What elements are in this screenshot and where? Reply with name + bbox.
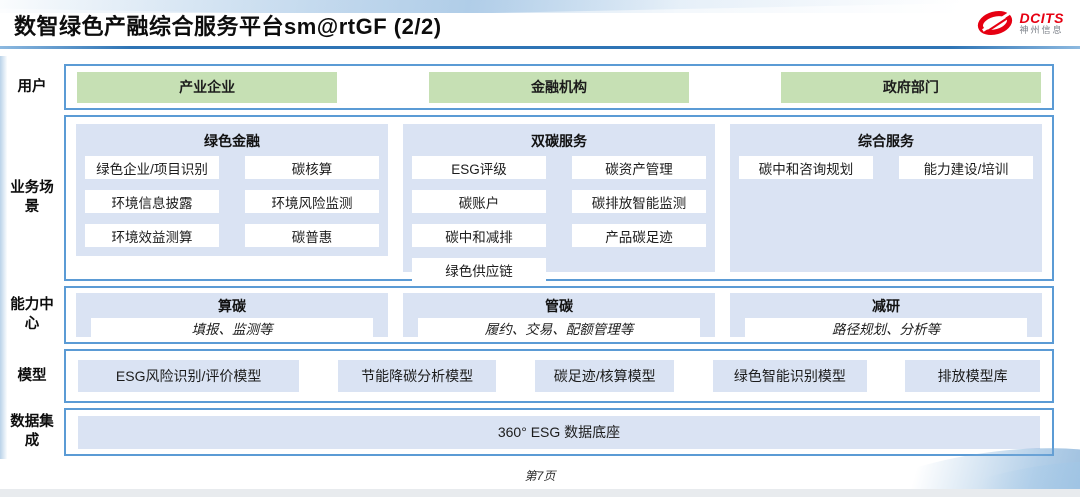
- scenario-item: 产品碳足迹: [571, 224, 706, 247]
- scenarios-box: 绿色金融 绿色企业/项目识别 碳核算 环境信息披露 环境风险监测 环境效益测算 …: [64, 115, 1054, 281]
- models-box: ESG风险识别/评价模型 节能降碳分析模型 碳足迹/核算模型 绿色智能识别模型 …: [64, 349, 1054, 403]
- row-users: 用户 产业企业 金融机构 政府部门: [0, 64, 1054, 110]
- panel-items: 绿色企业/项目识别 碳核算 环境信息披露 环境风险监测 环境效益测算 碳普惠: [85, 156, 380, 247]
- capability-desc: 路径规划、分析等: [744, 318, 1027, 338]
- row-data-integration: 数据集成 360° ESG 数据底座: [0, 408, 1054, 456]
- user-item-government: 政府部门: [780, 71, 1041, 103]
- model-item: ESG风险识别/评价模型: [78, 360, 300, 392]
- scenario-item: 碳中和减排: [411, 224, 546, 247]
- dcits-logo: DCITS 神州信息: [975, 9, 1065, 37]
- row-label-data-integration: 数据集成: [10, 414, 54, 449]
- model-item: 排放模型库: [905, 360, 1040, 392]
- panel-green-finance: 绿色金融 绿色企业/项目识别 碳核算 环境信息披露 环境风险监测 环境效益测算 …: [76, 124, 389, 256]
- capability-header: 算碳: [218, 298, 246, 314]
- logo-brand: DCITS: [1019, 9, 1064, 26]
- capabilities-box: 算碳 填报、监测等 管碳 履约、交易、配额管理等 减研 路径规划、分析等: [64, 286, 1054, 344]
- scenario-item: 碳账户: [411, 190, 546, 213]
- row-label-scenarios: 业务场景: [10, 180, 54, 215]
- logo-text: DCITS 神州信息: [1020, 11, 1065, 35]
- scenario-item: 碳核算: [245, 156, 380, 179]
- model-item: 绿色智能识别模型: [712, 360, 867, 392]
- panel-items: ESG评级 碳资产管理 碳账户 碳排放智能监测 碳中和减排 产品碳足迹 绿色供应…: [411, 156, 706, 281]
- capability-header: 减研: [871, 298, 900, 314]
- scenario-item: 环境效益测算: [85, 224, 219, 247]
- panel-comprehensive: 综合服务 碳中和咨询规划 能力建设/培训: [729, 124, 1042, 272]
- title-divider: [0, 46, 1080, 49]
- data-integration-box: 360° ESG 数据底座: [64, 408, 1054, 456]
- row-capabilities: 能力中心 算碳 填报、监测等 管碳 履约、交易、配额管理等 减研 路径规划、分析…: [0, 286, 1054, 344]
- scenario-item: 碳资产管理: [571, 156, 706, 179]
- dcits-swoosh-icon: [977, 10, 1012, 36]
- scenario-item: 绿色企业/项目识别: [85, 156, 219, 179]
- capability-reduction-research: 减研 路径规划、分析等: [729, 293, 1042, 338]
- capability-header: 管碳: [544, 298, 573, 314]
- row-models: 模型 ESG风险识别/评价模型 节能降碳分析模型 碳足迹/核算模型 绿色智能识别…: [0, 349, 1054, 403]
- left-decoration: [0, 56, 7, 459]
- row-label-users: 用户: [17, 78, 47, 95]
- panel-header: 综合服务: [857, 133, 914, 149]
- page-number: 第7页: [524, 469, 556, 483]
- scenario-item: ESG评级: [411, 156, 546, 179]
- model-item: 碳足迹/核算模型: [534, 360, 675, 392]
- row-scenarios: 业务场景 绿色金融 绿色企业/项目识别 碳核算 环境信息披露 环境风险监测 环境…: [0, 115, 1054, 281]
- page-title: 数智绿色产融综合服务平台sm@rtGF (2/2): [14, 14, 442, 39]
- panel-items: 碳中和咨询规划 能力建设/培训: [738, 156, 1033, 263]
- header: 数智绿色产融综合服务平台sm@rtGF (2/2) DCITS 神州信息: [0, 0, 1080, 49]
- scenario-item: 碳普惠: [245, 224, 380, 247]
- panel-header: 双碳服务: [530, 133, 587, 149]
- scenario-item: 环境信息披露: [85, 190, 219, 213]
- model-item: 节能降碳分析模型: [337, 360, 497, 392]
- scenario-item: 环境风险监测: [245, 190, 380, 213]
- scenario-item: 能力建设/培训: [898, 156, 1033, 179]
- bottom-bar: [0, 489, 1080, 497]
- logo-company: 神州信息: [1019, 24, 1064, 35]
- scenario-item: 碳中和咨询规划: [738, 156, 873, 179]
- users-box: 产业企业 金融机构 政府部门: [64, 64, 1054, 110]
- capability-carbon-accounting: 算碳 填报、监测等: [76, 293, 389, 338]
- data-foundation-item: 360° ESG 数据底座: [78, 415, 1040, 449]
- user-item-industry: 产业企业: [77, 71, 338, 103]
- panel-dual-carbon: 双碳服务 ESG评级 碳资产管理 碳账户 碳排放智能监测 碳中和减排 产品碳足迹…: [402, 124, 715, 281]
- scenario-item: 绿色供应链: [411, 258, 546, 281]
- capability-carbon-management: 管碳 履约、交易、配额管理等: [402, 293, 715, 338]
- row-label-capabilities: 能力中心: [10, 297, 54, 332]
- scenario-item: 碳排放智能监测: [571, 190, 706, 213]
- capability-desc: 填报、监测等: [91, 318, 374, 338]
- panel-header: 绿色金融: [204, 133, 260, 149]
- capability-desc: 履约、交易、配额管理等: [417, 318, 700, 338]
- row-label-models: 模型: [17, 367, 47, 384]
- architecture-diagram: 用户 产业企业 金融机构 政府部门 业务场景 绿色金融 绿色企业/项目识别 碳核…: [0, 58, 1080, 456]
- user-item-finance: 金融机构: [428, 71, 690, 103]
